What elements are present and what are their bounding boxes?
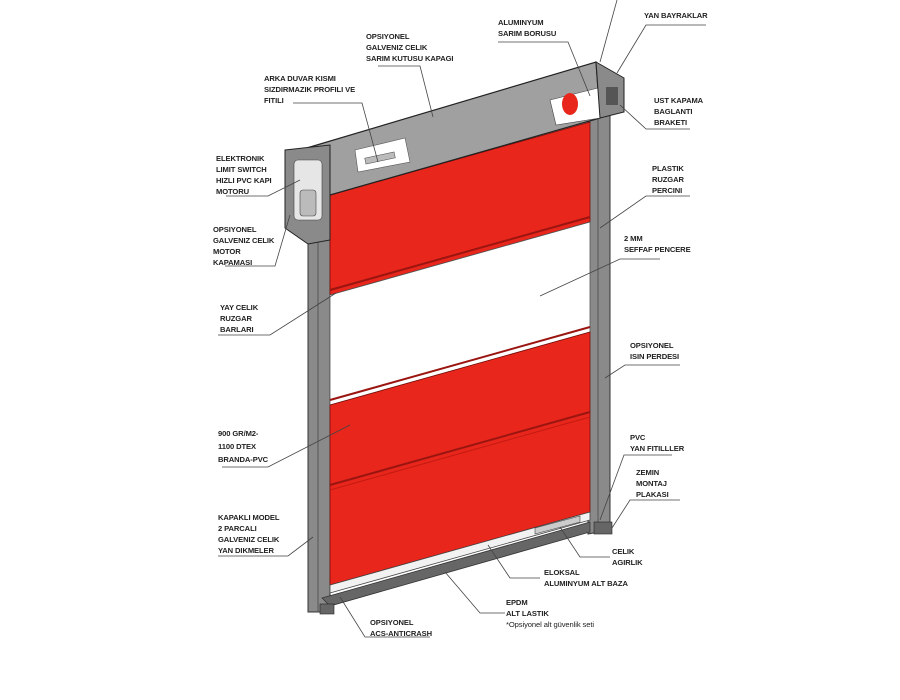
steel-weight — [534, 515, 581, 535]
label-side-flags: YAN BAYRAKLAR — [644, 11, 708, 20]
right-post — [587, 105, 611, 535]
leader-lines — [218, 0, 706, 638]
epdm-rubber — [321, 521, 591, 607]
bottom-aluminium-bar — [329, 511, 591, 594]
floor-plate-right — [593, 521, 613, 535]
floor-plate-left — [319, 603, 335, 615]
left-post — [307, 235, 331, 613]
